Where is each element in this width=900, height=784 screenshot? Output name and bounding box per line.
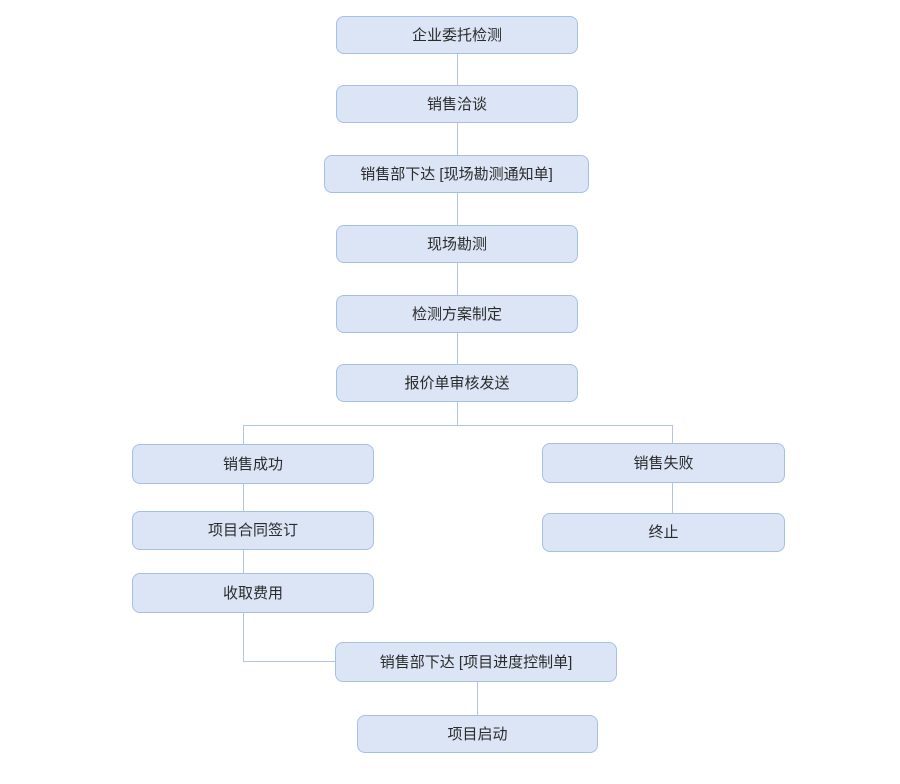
flow-node-test-plan: 检测方案制定 <box>336 295 578 333</box>
connector-line <box>672 483 673 513</box>
flow-node-label: 销售洽谈 <box>426 95 487 113</box>
flow-node-label: 收取费用 <box>222 584 283 602</box>
flow-node-project-start: 项目启动 <box>357 715 598 753</box>
connector-line <box>457 402 458 426</box>
connector-line <box>457 54 458 85</box>
flow-node-progress-control-order: 销售部下达 [项目进度控制单] <box>335 642 617 682</box>
flow-node-label: 项目合同签订 <box>207 522 298 539</box>
connector-line <box>457 263 458 295</box>
connector-line <box>672 425 673 443</box>
flow-node-label: 销售失败 <box>633 454 694 472</box>
connector-line <box>477 682 478 715</box>
connector-line <box>243 661 335 662</box>
connector-line <box>243 613 244 662</box>
flow-node-label: 检测方案制定 <box>411 305 502 323</box>
flow-node-label: 销售成功 <box>222 455 283 473</box>
flow-node-label: 终止 <box>648 524 679 541</box>
connector-line <box>457 123 458 155</box>
flow-node-enterprise-entrust-test: 企业委托检测 <box>336 16 578 54</box>
connector-line <box>457 333 458 364</box>
connector-line <box>457 193 458 225</box>
flow-node-label: 销售部下达 [现场勘测通知单] <box>360 165 553 183</box>
connector-line <box>243 550 244 573</box>
flow-node-collect-fees: 收取费用 <box>132 573 374 613</box>
flow-node-sales-negotiation: 销售洽谈 <box>336 85 578 123</box>
flow-node-label: 销售部下达 [项目进度控制单] <box>379 653 573 671</box>
flow-node-label: 企业委托检测 <box>411 26 502 44</box>
flow-node-sales-failure: 销售失败 <box>542 443 785 483</box>
flow-node-label: 报价单审核发送 <box>404 374 510 392</box>
flow-node-site-survey: 现场勘测 <box>336 225 578 263</box>
flow-node-label: 现场勘测 <box>426 235 487 253</box>
flow-node-contract-signing: 项目合同签订 <box>132 511 374 550</box>
flow-node-sales-success: 销售成功 <box>132 444 374 484</box>
flow-node-label: 项目启动 <box>447 725 508 743</box>
flow-node-survey-notice: 销售部下达 [现场勘测通知单] <box>324 155 589 193</box>
flow-node-quote-review-send: 报价单审核发送 <box>336 364 578 402</box>
connector-line <box>243 484 244 511</box>
connector-line <box>243 425 244 444</box>
flow-node-terminate: 终止 <box>542 513 785 552</box>
connector-line <box>243 425 673 426</box>
